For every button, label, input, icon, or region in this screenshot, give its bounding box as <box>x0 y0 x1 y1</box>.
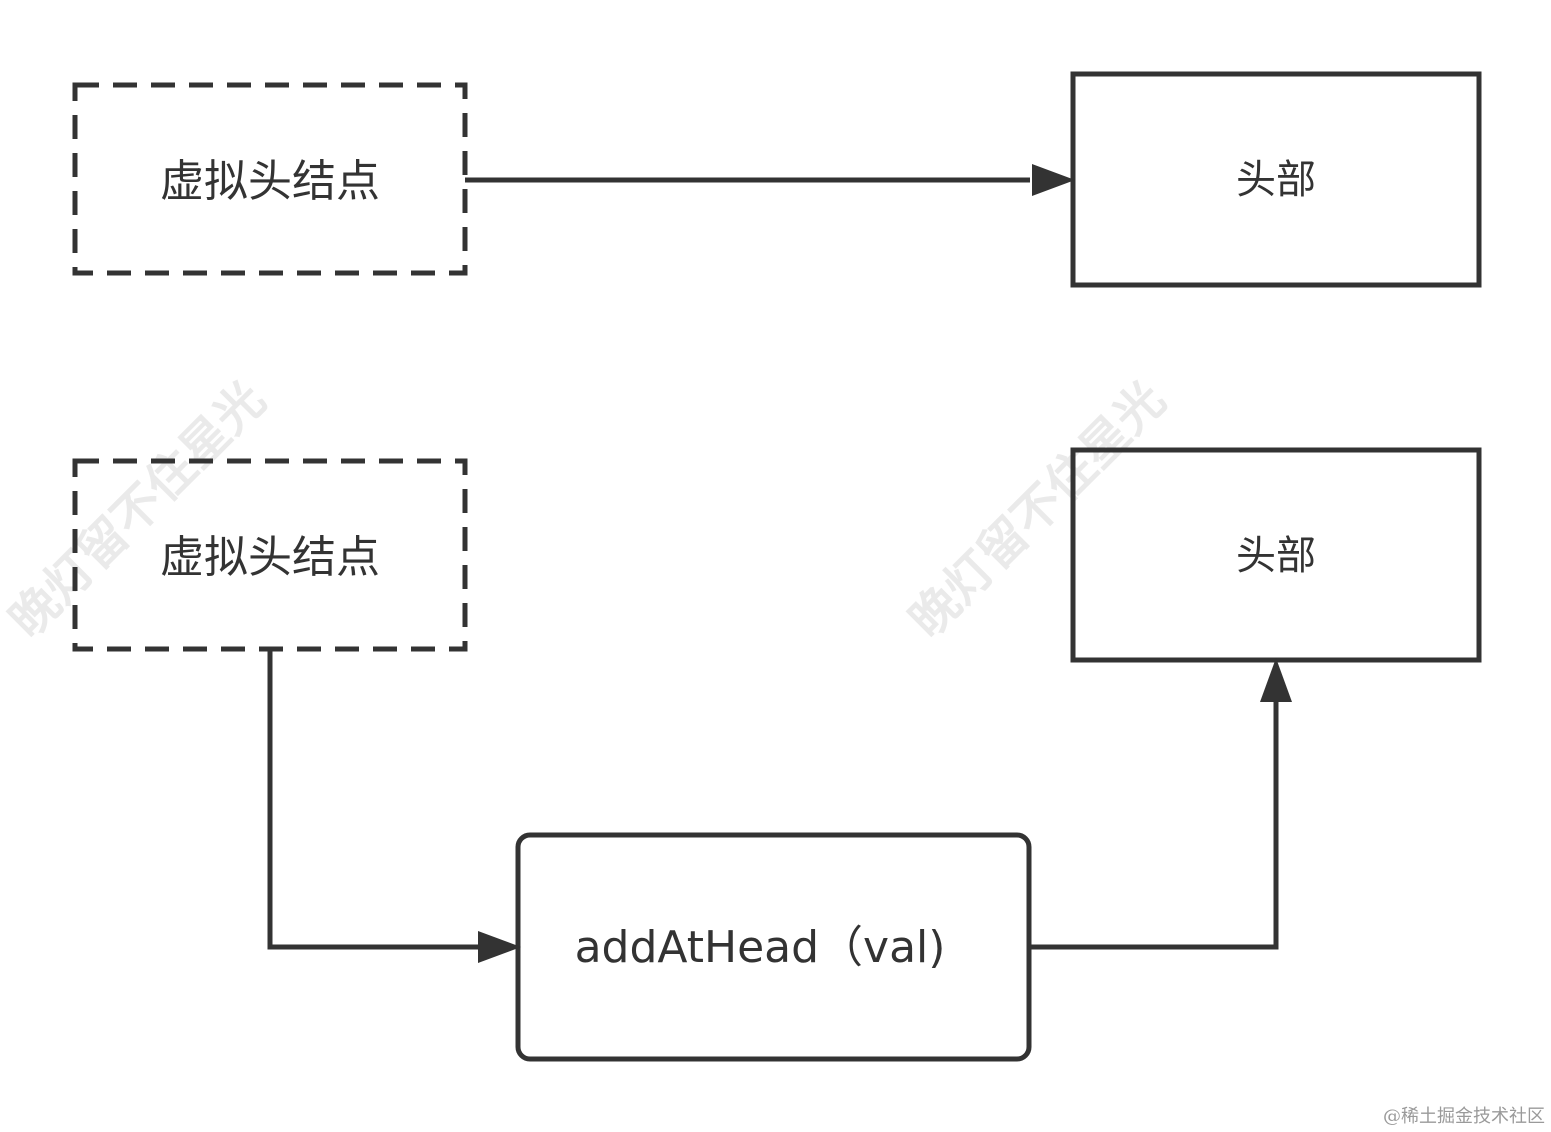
watermark-right: 晚灯留不住星光 <box>899 371 1176 648</box>
node-virtual-head-top[interactable]: 虚拟头结点 <box>72 82 468 276</box>
watermark-right-text: 晚灯留不住星光 <box>899 371 1176 648</box>
node-virtual-head-top-label: 虚拟头结点 <box>160 156 380 207</box>
node-virtual-head-bottom-label: 虚拟头结点 <box>160 532 380 583</box>
watermark-left-text: 晚灯留不住星光 <box>0 371 276 648</box>
node-head-bottom-label: 头部 <box>1236 533 1316 579</box>
node-head-top-label: 头部 <box>1236 157 1316 203</box>
arrowhead-to-head-bottom <box>1260 658 1292 702</box>
watermark-left: 晚灯留不住星光 <box>0 371 276 648</box>
node-add-at-head-label: addAtHead（val) <box>575 922 946 973</box>
footer-credit: @稀土掘金技术社区 <box>1383 1106 1545 1127</box>
arrowhead-top <box>1032 164 1075 196</box>
edge-virtual-head-to-add-at-head <box>267 649 478 950</box>
arrowhead-to-add-at-head <box>478 931 521 963</box>
node-head-top[interactable]: 头部 <box>1070 71 1482 288</box>
node-add-at-head[interactable]: addAtHead（val) <box>515 832 1032 1062</box>
node-head-bottom[interactable]: 头部 <box>1070 447 1482 663</box>
edge-add-at-head-to-head-bottom <box>1029 702 1279 950</box>
node-virtual-head-bottom[interactable]: 虚拟头结点 <box>72 458 468 652</box>
